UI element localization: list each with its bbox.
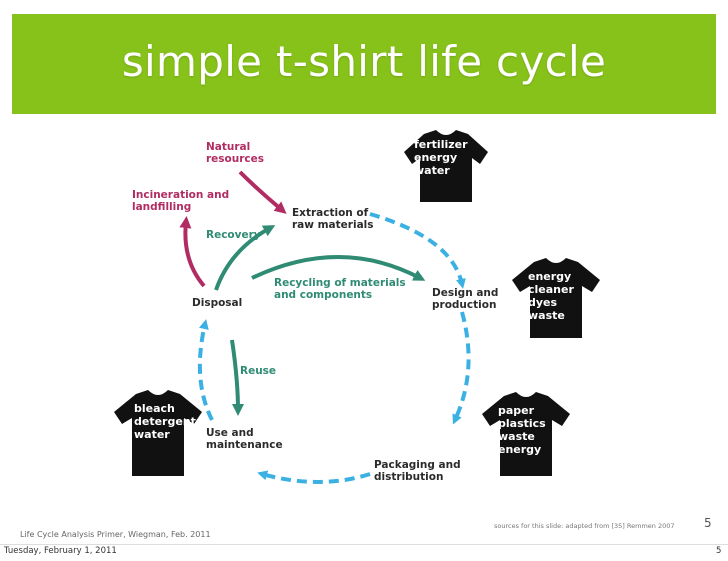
label-reuse: Reuse	[240, 365, 276, 377]
tshirt-top: fertilizer energy water	[404, 130, 488, 202]
cycle-arrows	[197, 212, 471, 484]
tshirt-icon	[512, 258, 600, 338]
footer-page-number: 5	[704, 516, 712, 530]
green-arrows	[214, 225, 426, 416]
svg-text:energy cleaner: energy cleaner dyes waste	[528, 270, 578, 322]
label-use: Use and maintenance	[206, 427, 283, 451]
arrow-recycling	[251, 255, 426, 281]
tshirt-icon	[482, 392, 570, 476]
status-bar	[0, 544, 728, 561]
footer-source: sources for this slide: adapted from [35…	[494, 522, 675, 530]
label-packaging: Packaging and distribution	[374, 459, 464, 483]
svg-text:fertilizer energy: fertilizer energy water	[414, 138, 471, 177]
tshirt-left: bleach detergents water	[114, 390, 206, 476]
tshirt-icon	[404, 130, 488, 202]
arrow-reuse	[230, 339, 244, 416]
label-natural-resources: Natural resources	[206, 141, 264, 165]
arrow-packaging-to-use	[257, 470, 371, 484]
tshirt-bottom-right: paper plastics waste energy	[482, 392, 570, 476]
arrow-natural-resources	[238, 170, 287, 214]
status-slide-number: 5	[716, 546, 722, 556]
arrow-to-incineration	[179, 216, 206, 288]
slide-title: simple t-shirt life cycle	[121, 36, 607, 86]
label-incineration: Incineration and landfilling	[132, 189, 233, 213]
status-date: Tuesday, February 1, 2011	[4, 546, 117, 556]
pink-arrows	[179, 170, 287, 288]
tshirt-right: energy cleaner dyes waste	[512, 258, 600, 338]
arrow-design-to-packaging	[452, 311, 471, 425]
footer-primer: Life Cycle Analysis Primer, Wiegman, Feb…	[20, 530, 211, 539]
svg-text:bleach detergents: bleach detergents water	[134, 402, 206, 441]
label-design: Design and production	[432, 287, 502, 311]
label-recycling: Recycling of materials and components	[274, 277, 409, 301]
tshirt-icon	[114, 390, 202, 476]
label-extraction: Extraction of raw materials	[292, 207, 374, 231]
svg-text:paper plastics: paper plastics waste energy	[498, 404, 550, 456]
label-recovery: Recovery	[206, 229, 261, 241]
arrow-use-to-disposal	[197, 319, 214, 421]
arrow-recovery	[214, 225, 276, 291]
arrow-extraction-to-design	[369, 212, 466, 289]
label-disposal: Disposal	[192, 297, 242, 309]
title-band: simple t-shirt life cycle	[12, 14, 716, 114]
